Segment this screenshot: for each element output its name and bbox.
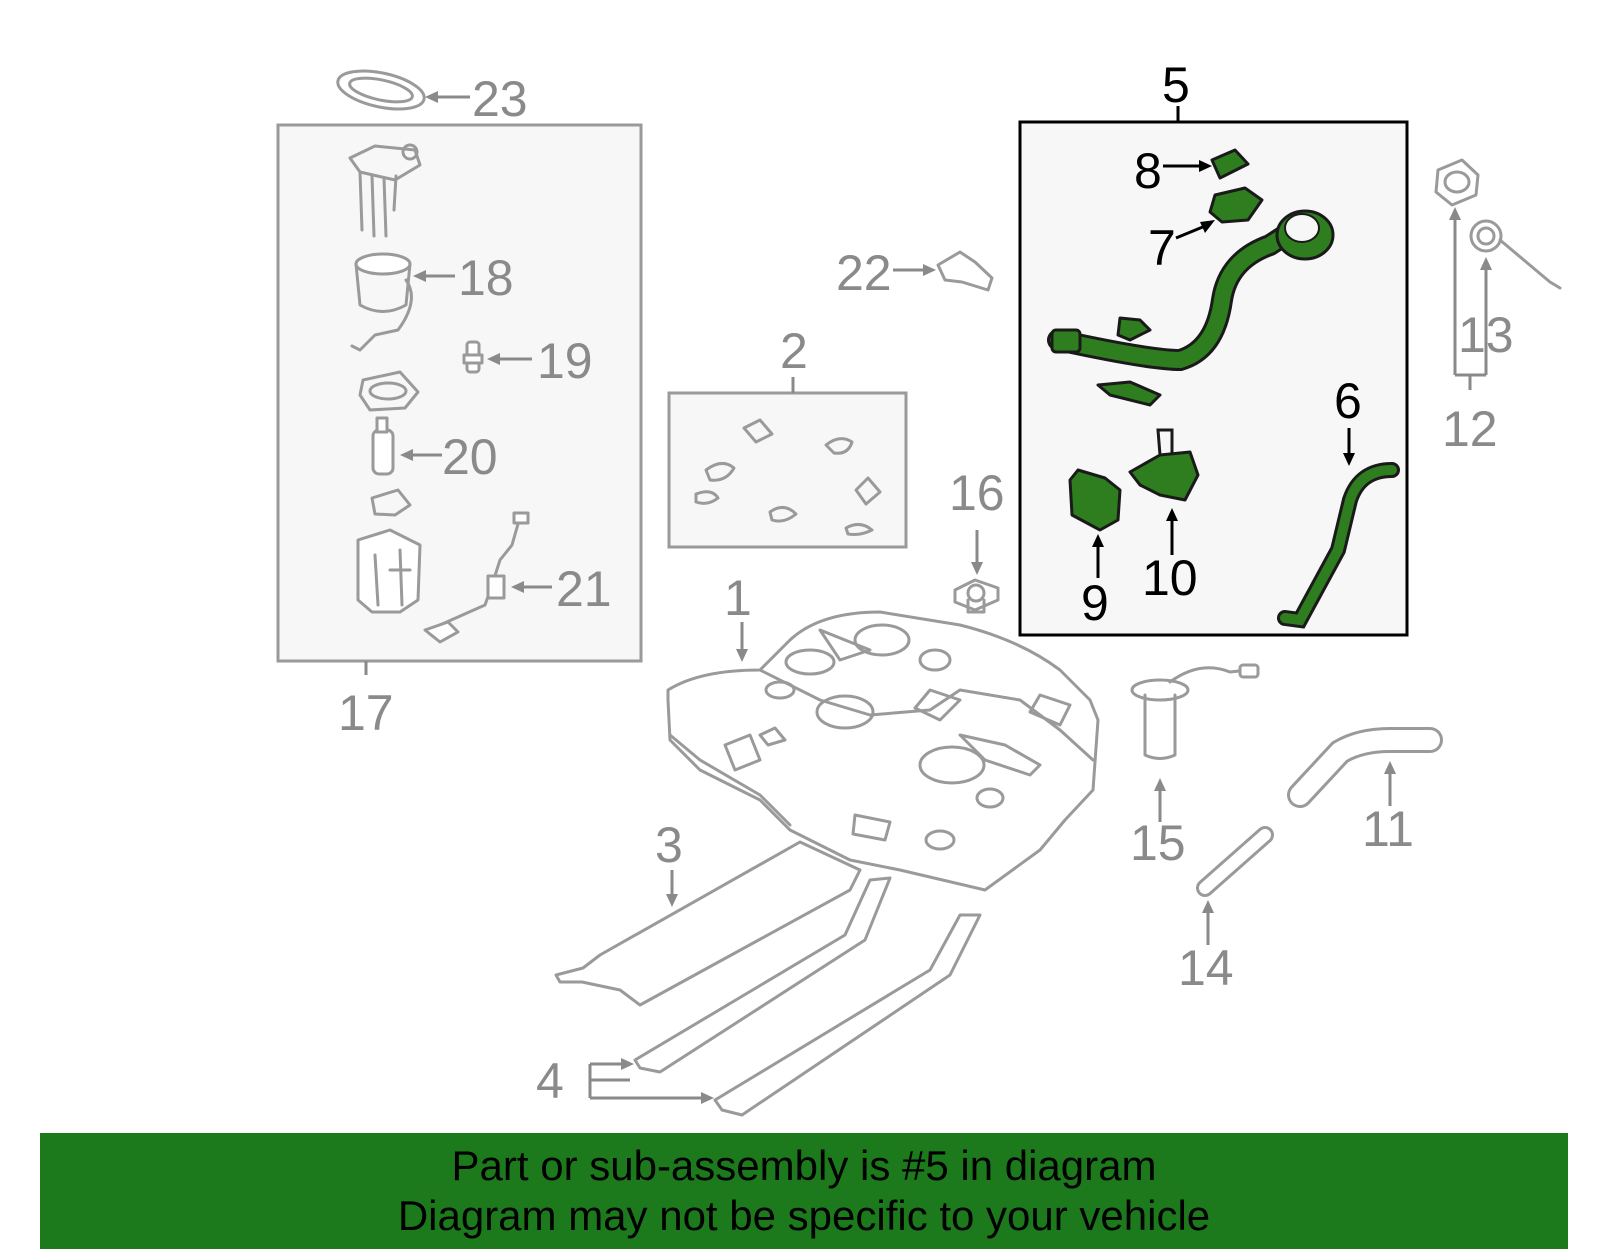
callout-20: 20 (442, 429, 498, 485)
callout-9: 9 (1081, 575, 1109, 631)
gasket-part-23 (336, 69, 426, 111)
callout-3: 3 (655, 817, 683, 873)
filler-neck-part (1047, 209, 1335, 407)
pump-bracket-part (348, 143, 422, 238)
cap-tether-part-13 (1469, 219, 1562, 290)
callout-10: 10 (1142, 550, 1198, 606)
callout-22: 22 (836, 245, 892, 301)
bracket-part-10 (1128, 450, 1200, 502)
sender-part-15 (1130, 663, 1260, 760)
callout-5: 5 (1162, 57, 1190, 113)
bracket-part-22 (936, 250, 994, 292)
fuel-cap-part (1434, 158, 1480, 207)
callout-1: 1 (724, 570, 752, 626)
callout-11: 11 (1362, 801, 1414, 857)
connector-part (370, 488, 412, 517)
valve-part-19 (462, 340, 484, 374)
banner-line-2: Diagram may not be specific to your vehi… (397, 1192, 1211, 1239)
pump-motor-part-20 (371, 416, 395, 476)
callout-8: 8 (1134, 143, 1162, 199)
grommet-part-16 (953, 578, 1000, 614)
callout-19: 19 (537, 333, 593, 389)
hose-part-11 (1287, 727, 1443, 808)
fuel-filter-part-18 (350, 252, 413, 352)
callout-18: 18 (458, 250, 514, 306)
callout-21: 21 (556, 561, 612, 617)
bracket-part-7 (1208, 186, 1264, 224)
vent-hose-part-6 (1277, 462, 1400, 629)
callout-23: 23 (472, 71, 528, 127)
callout-2: 2 (780, 323, 808, 379)
tank-straps-part-4 (633, 876, 982, 1117)
callout-7: 7 (1148, 220, 1176, 276)
pump-holder-part (358, 370, 420, 412)
callout-4: 4 (536, 1053, 564, 1109)
info-banner: Part or sub-assembly is #5 in diagram Di… (40, 1133, 1568, 1249)
callout-15: 15 (1130, 815, 1186, 871)
heat-shield-part-3 (554, 840, 862, 1007)
callout-13: 13 (1458, 307, 1514, 363)
banner-line-1: Part or sub-assembly is #5 in diagram (451, 1142, 1157, 1189)
bracket-part-9 (1068, 468, 1122, 532)
sender-part-21 (423, 511, 530, 644)
callout-12: 12 (1442, 401, 1498, 457)
patch-parts-2 (694, 418, 882, 536)
callout-6: 6 (1334, 373, 1362, 429)
assembly-box-17 (276, 123, 643, 663)
clip-part-8 (1210, 148, 1250, 180)
fuel-tank-part-1 (666, 610, 1100, 892)
callout-17: 17 (338, 685, 394, 741)
callout-16: 16 (949, 465, 1005, 521)
reservoir-part (356, 528, 422, 614)
callout-14: 14 (1178, 940, 1234, 996)
pipe-part-14 (1196, 826, 1274, 897)
